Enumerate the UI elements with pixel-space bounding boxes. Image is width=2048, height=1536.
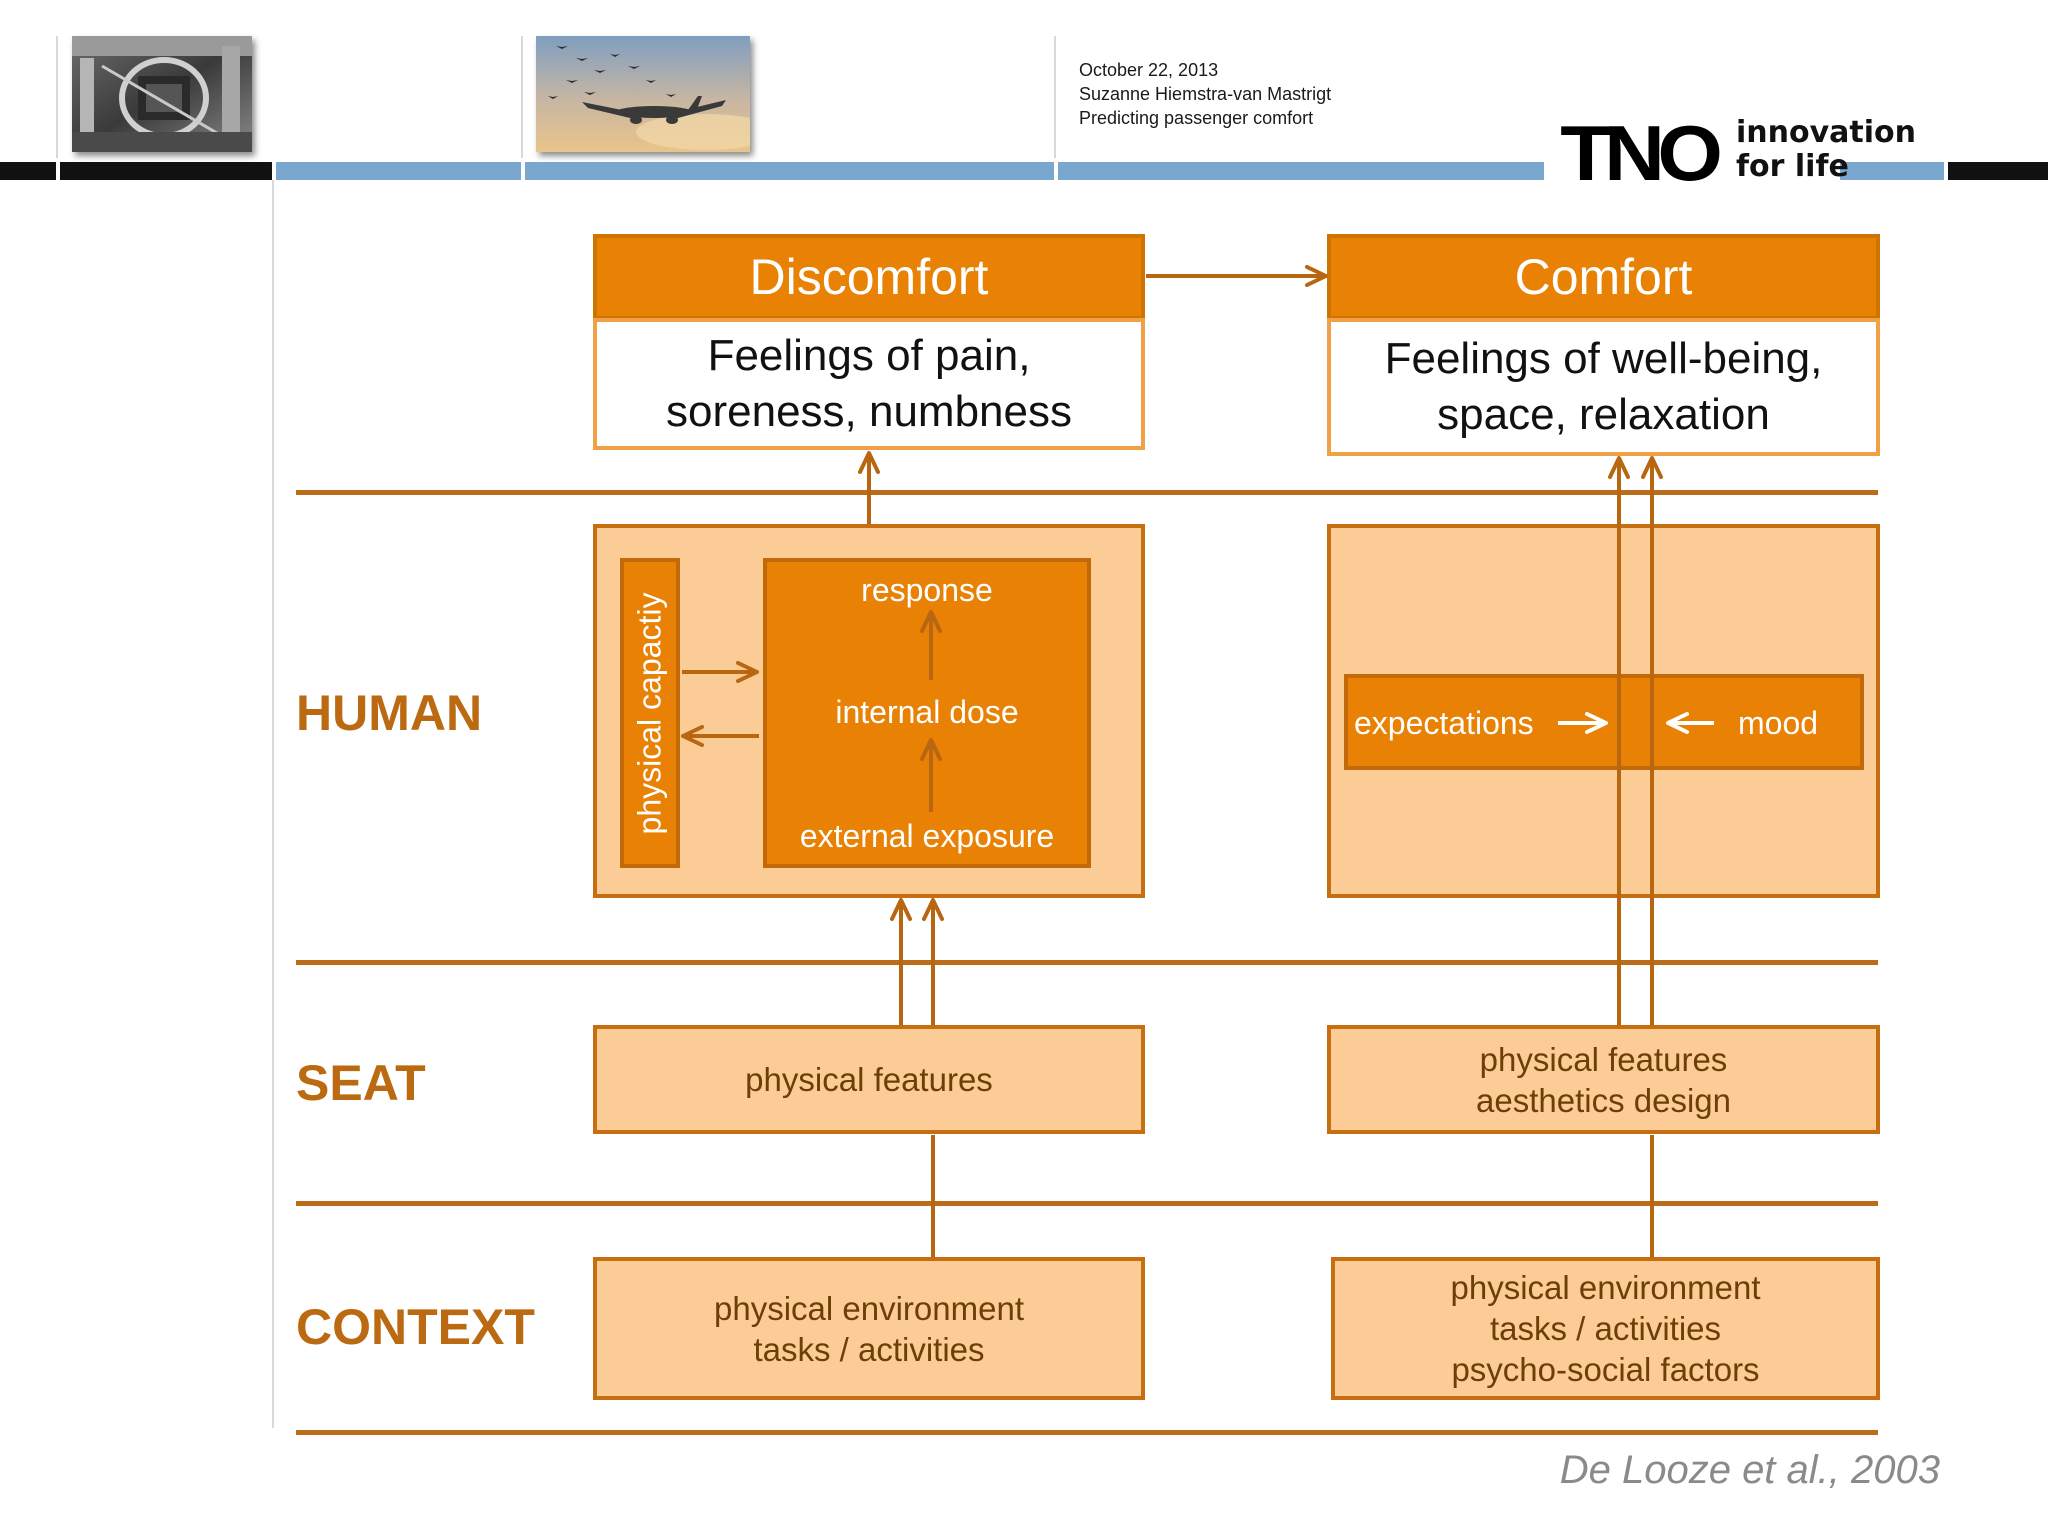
airplane-birds-image — [536, 36, 750, 152]
discomfort-title: Discomfort — [749, 249, 989, 305]
header-band-blue — [1840, 162, 1944, 180]
tno-logo: TNO — [1544, 109, 1732, 197]
header-band-black — [60, 162, 272, 180]
left-margin-line — [272, 180, 274, 1428]
presentation-title: Predicting passenger comfort — [1079, 108, 1314, 128]
external-exposure-label: external exposure — [799, 818, 1055, 854]
comfort-line1: Feelings of well-being, — [1384, 334, 1823, 383]
dose-response-box — [763, 558, 1091, 868]
presentation-author: Suzanne Hiemstra-van Mastrigt — [1079, 84, 1332, 104]
context-left-line2: tasks / activities — [753, 1330, 985, 1368]
comfort-description: Feelings of well-being, space, relaxatio… — [1327, 318, 1880, 456]
row-divider-seat-context — [296, 1201, 1878, 1206]
seat-left-line1: physical features — [745, 1061, 993, 1098]
expectations-label: expectations — [1354, 705, 1534, 741]
context-right-line2: tasks / activities — [1489, 1310, 1722, 1347]
context-right-line1: physical environment — [1450, 1269, 1761, 1306]
discomfort-description: Feelings of pain, soreness, numbness — [593, 318, 1145, 450]
internal-dose-label: internal dose — [835, 694, 1019, 730]
physical-capacity-box — [620, 558, 680, 868]
discomfort-line1: Feelings of pain, — [707, 331, 1031, 380]
citation: De Looze et al., 2003 — [1559, 1448, 1940, 1492]
header-band-blue — [525, 162, 1054, 180]
context-comfort-box: physical environment tasks / activities … — [1331, 1257, 1880, 1400]
context-right-line3: psycho-social factors — [1451, 1351, 1760, 1388]
context-discomfort-box: physical environment tasks / activities — [593, 1257, 1145, 1400]
row-label-seat: SEAT — [296, 1055, 426, 1111]
seat-comfort-box: physical features aesthetics design — [1327, 1025, 1880, 1134]
tagline-line2: for life — [1736, 149, 1849, 184]
test-rig-image — [72, 36, 252, 152]
discomfort-header: Discomfort — [593, 234, 1145, 320]
row-divider-human-seat — [296, 960, 1878, 965]
response-label: response — [861, 572, 993, 608]
comfort-line2: space, relaxation — [1437, 390, 1770, 439]
header-thumbnail-plane — [536, 36, 750, 152]
presentation-date: October 22, 2013 — [1079, 60, 1219, 80]
row-label-human: HUMAN — [296, 685, 483, 741]
header-separator — [521, 36, 523, 158]
seat-right-line1: physical features — [1479, 1040, 1728, 1078]
seat-right-line2: aesthetics design — [1476, 1081, 1731, 1119]
header-band-blue — [276, 162, 521, 180]
discomfort-line2: soreness, numbness — [666, 387, 1072, 436]
header-thumbnail-rig — [72, 36, 252, 152]
mood-label: mood — [1738, 705, 1819, 741]
header-separator — [1054, 36, 1056, 158]
tno-logo-text: TNO — [1560, 109, 1723, 197]
row-label-context: CONTEXT — [296, 1299, 535, 1355]
header-band-black-right — [1948, 162, 2048, 180]
header-band-blue — [1058, 162, 1544, 180]
comfort-title: Comfort — [1514, 249, 1693, 305]
seat-discomfort-box: physical features — [593, 1025, 1145, 1134]
context-left-line1: physical environment — [714, 1289, 1024, 1327]
header-separator — [56, 36, 58, 158]
row-divider-bottom — [296, 1430, 1878, 1435]
row-divider-top — [296, 490, 1878, 495]
tno-tagline: innovation for life — [1732, 116, 1916, 188]
header-band-black-left — [0, 162, 56, 180]
